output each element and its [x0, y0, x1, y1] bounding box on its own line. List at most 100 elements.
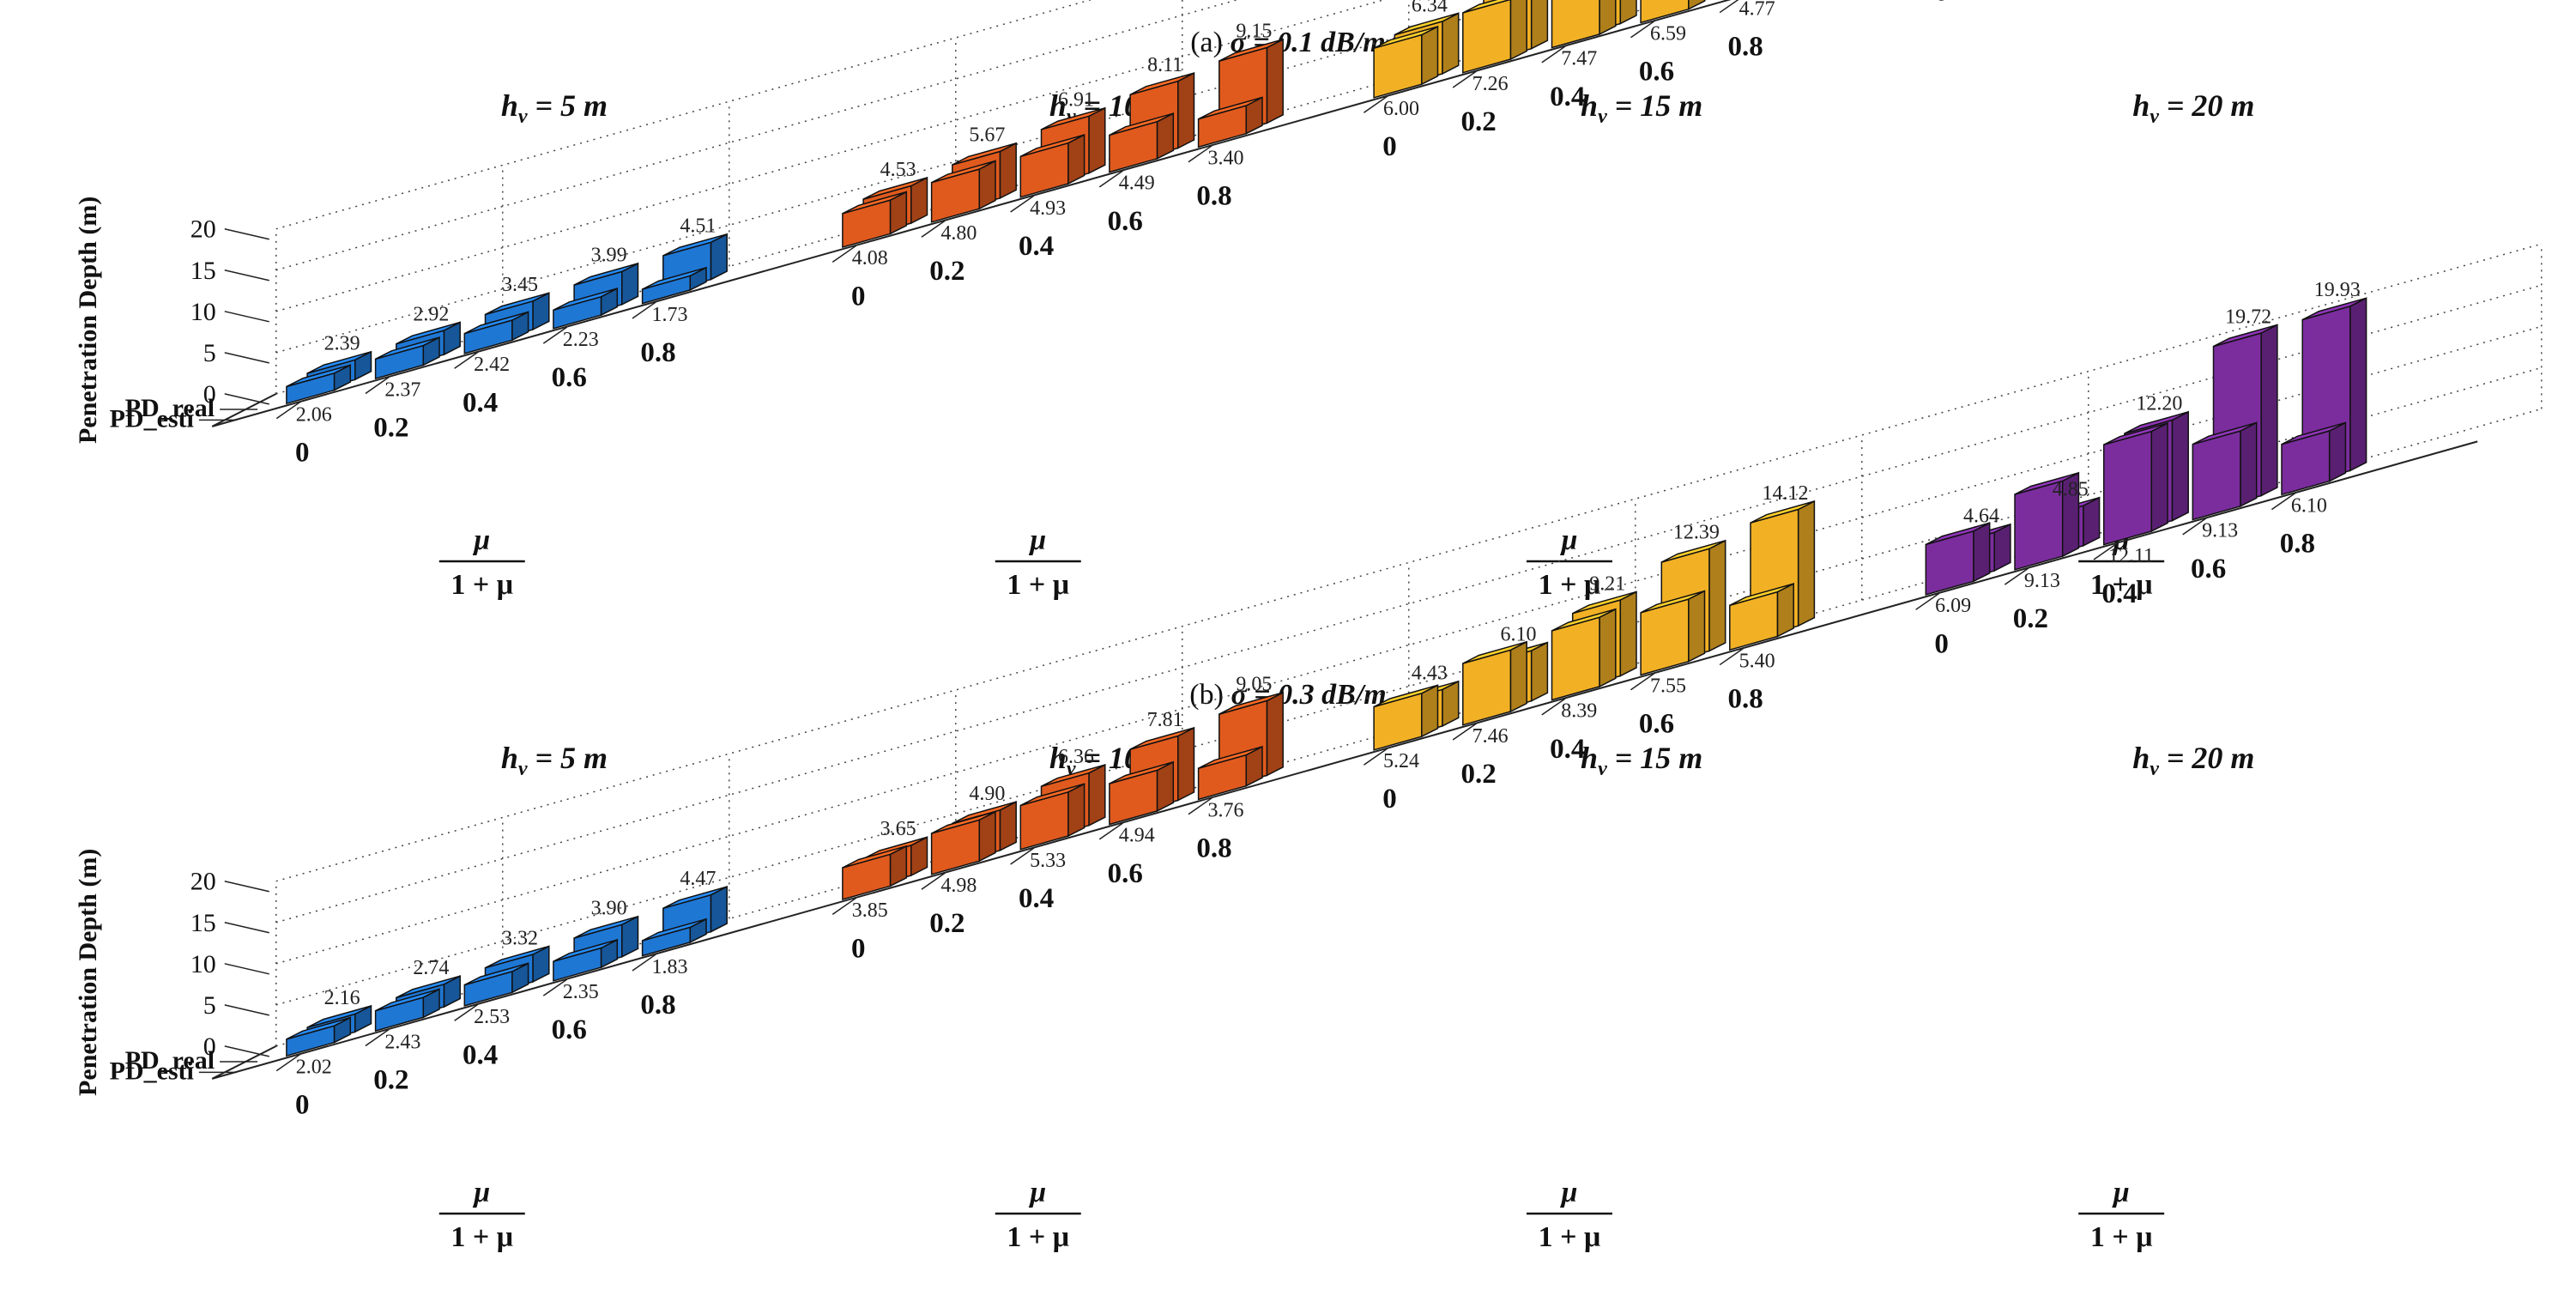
bar-face-top	[1925, 522, 1991, 546]
bar-pd-esti	[2102, 421, 2168, 546]
group-title: hv = 15 m	[1581, 741, 1702, 780]
z-tick-label: 10	[190, 298, 216, 326]
bar-face-side	[1088, 106, 1106, 174]
bar-face-side	[1599, 0, 1617, 36]
z-tick-label: 0	[203, 1033, 216, 1061]
data-label-pd-real: 9.05	[1236, 674, 1272, 696]
bar-pd-esti	[1019, 783, 1085, 851]
bar-face-top	[931, 811, 996, 834]
bar-pd-esti	[641, 266, 707, 305]
bar-pd-esti	[1197, 96, 1263, 148]
bar-pd-esti	[553, 287, 619, 330]
bar-face-side	[1421, 25, 1439, 86]
x-tick-label: 0.8	[1196, 833, 1231, 864]
x-tick-label: 0.2	[373, 1064, 408, 1095]
x-tick-label: 0	[1934, 628, 1949, 659]
data-label-pd-real: 3.99	[591, 245, 627, 267]
x-tick	[831, 245, 857, 263]
bar-pd-esti	[1373, 684, 1439, 751]
bar-face-front	[2192, 430, 2241, 521]
group-hv-15m: hv = 15 m6.346.008.197.2610.627.4712.766…	[1364, 0, 1775, 601]
data-label-pd-real: 4.43	[1412, 663, 1448, 685]
bar-pd-esti	[842, 191, 908, 248]
data-label-pd-real: 3.65	[880, 818, 916, 840]
bar-face-top	[286, 364, 351, 388]
data-label-pd-esti: 3.40	[1207, 148, 1243, 170]
bar-face-top	[1750, 500, 1815, 524]
bar-face-top	[485, 292, 550, 316]
data-label-pd-esti: 3.76	[1207, 800, 1243, 822]
x-tick-label: 0.6	[1639, 709, 1674, 740]
x-tick	[1364, 748, 1388, 766]
bar-face-top	[1198, 746, 1263, 769]
x-tick	[2182, 518, 2207, 536]
data-label-pd-real: 19.72	[2225, 306, 2271, 328]
data-label-pd-esti: 9.13	[2202, 520, 2238, 542]
x-tick	[275, 1053, 301, 1072]
row-label: PD_esti	[110, 1057, 194, 1085]
x-tick-label: 0.2	[1460, 759, 1496, 790]
group-title: hv = 5 m	[501, 88, 608, 128]
bar-pd-esti	[374, 988, 440, 1033]
x-axis-label: μ1 + μ	[1526, 524, 1612, 601]
data-label-pd-esti: 7.46	[1472, 725, 1509, 748]
bar-pd-esti	[1462, 0, 1527, 74]
bar-face-side	[2349, 297, 2367, 472]
bar-face-top	[1041, 764, 1106, 787]
data-label-pd-real: 12.39	[1673, 522, 1720, 544]
bar-face-top	[842, 845, 907, 869]
bar-face-side	[1797, 500, 1816, 627]
x-tick	[1010, 847, 1035, 865]
data-label-pd-real: 3.32	[502, 927, 538, 949]
bar-face-side	[1177, 71, 1195, 149]
group-hv-10m: hv = 10 m3.653.854.904.986.365.337.814.9…	[831, 674, 1284, 1253]
x-axis: 00.20.40.60.8	[1915, 493, 2315, 659]
bar-pd-esti	[2014, 471, 2080, 571]
bar-face-top	[1660, 540, 1726, 563]
x-axis-label: μ 1 + μ	[995, 524, 1081, 601]
data-label-pd-real: 6.10	[1501, 623, 1537, 645]
bar-pd-esti	[1373, 25, 1439, 99]
x-tick-label: 0.4	[463, 387, 498, 418]
x-label-numerator: μ	[1028, 524, 1046, 556]
data-label-pd-real: 14.12	[1763, 482, 1809, 505]
bar-face-front	[1462, 0, 1512, 74]
x-axis-label: μ1 + μ	[995, 1177, 1081, 1253]
x-tick	[1630, 673, 1655, 691]
x-label-denominator: 1 + μ	[1007, 569, 1069, 601]
bar-face-side	[2240, 421, 2258, 508]
data-label-pd-esti: 4.49	[1119, 173, 1155, 195]
x-tick	[1630, 21, 1655, 39]
panel-title: (b) σ = 0.3 dB/m	[1189, 679, 1386, 711]
x-axis: 00.20.40.60.8	[831, 145, 1232, 312]
z-axis-label: Penetration Depth (m)	[74, 849, 102, 1096]
bar-face-top	[1373, 684, 1438, 708]
x-tick-label: 0.2	[2013, 603, 2048, 634]
x-label-denominator: 1 + μ	[1007, 1221, 1069, 1253]
x-tick	[365, 1028, 390, 1047]
z-tick-label: 5	[203, 339, 216, 367]
z-tick-label: 20	[190, 868, 216, 896]
bar-pd-esti	[463, 962, 529, 1007]
z-tick-label: 15	[190, 909, 216, 937]
bar-face-top	[931, 160, 996, 184]
x-tick-label: 0	[1382, 784, 1397, 815]
bar-face-top	[463, 311, 529, 335]
data-label-pd-real: 2.39	[324, 333, 360, 355]
bar-face-side	[1619, 0, 1637, 25]
x-tick	[454, 351, 479, 369]
x-label-denominator: 1 + μ	[1539, 1221, 1601, 1253]
x-label-numerator: μ	[1559, 524, 1577, 556]
bar-face-side	[2171, 410, 2189, 522]
data-label-pd-real: 9.21	[1589, 572, 1625, 595]
x-tick-label: 0	[295, 1090, 310, 1121]
data-label-pd-real: 4.47	[680, 868, 716, 890]
x-axis: 00.20.40.60.8	[831, 797, 1232, 964]
x-axis-label: μ1 + μ	[1526, 1177, 1612, 1253]
bar-face-front	[1019, 142, 1069, 198]
bar-face-side	[1088, 763, 1106, 827]
bar-face-top	[1129, 72, 1194, 96]
group-hv-20m: hv = 20 m4.646.094.859.1312.2012.1119.72…	[1915, 279, 2367, 1253]
bar-pd-esti	[1462, 640, 1527, 726]
data-label-pd-esti: 4.98	[940, 875, 977, 897]
